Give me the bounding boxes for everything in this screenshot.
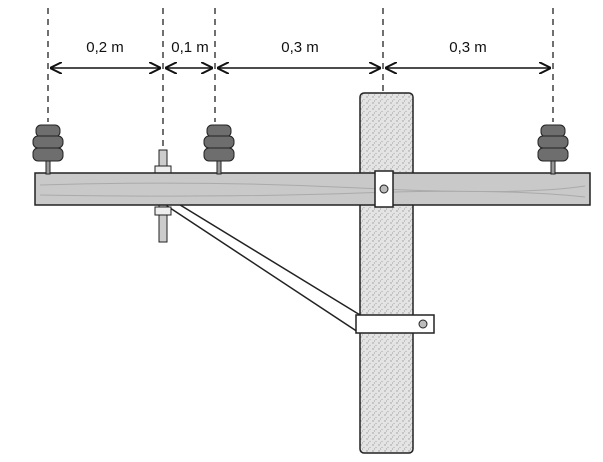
- dimension-label: 0,2 m: [86, 39, 124, 56]
- bolt-icon: [379, 184, 389, 194]
- insulator: [203, 124, 235, 175]
- wood-grain: [39, 182, 586, 198]
- reference-lines: [47, 8, 554, 160]
- nut: [154, 206, 172, 216]
- insulator: [32, 124, 64, 175]
- insulator: [537, 124, 569, 175]
- dimension-label: 0,1 m: [171, 39, 209, 56]
- pole: [359, 92, 414, 454]
- crossarm: [34, 172, 591, 206]
- dimension-label: 0,3 m: [281, 39, 319, 56]
- pole-clamp: [355, 314, 435, 334]
- brace: [155, 199, 366, 334]
- dimension-label: 0,3 m: [449, 39, 487, 56]
- bolt-icon: [418, 319, 428, 329]
